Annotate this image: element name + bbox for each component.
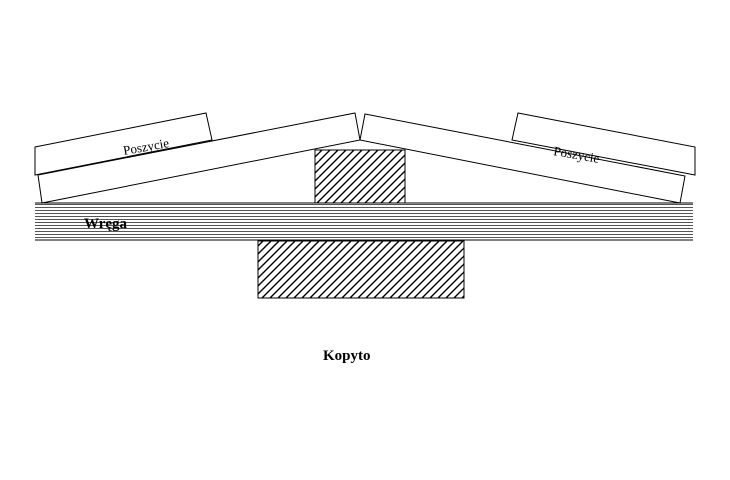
right-upper-plank [511,112,696,176]
left-upper-plank [34,112,213,176]
label-wrega: Wręga [84,216,128,232]
kopyto-block [257,240,465,299]
right-lower-plank [359,113,686,204]
frame-band [35,202,693,241]
upper-block [314,149,406,204]
label-kopyto: Kopyto [323,348,371,364]
